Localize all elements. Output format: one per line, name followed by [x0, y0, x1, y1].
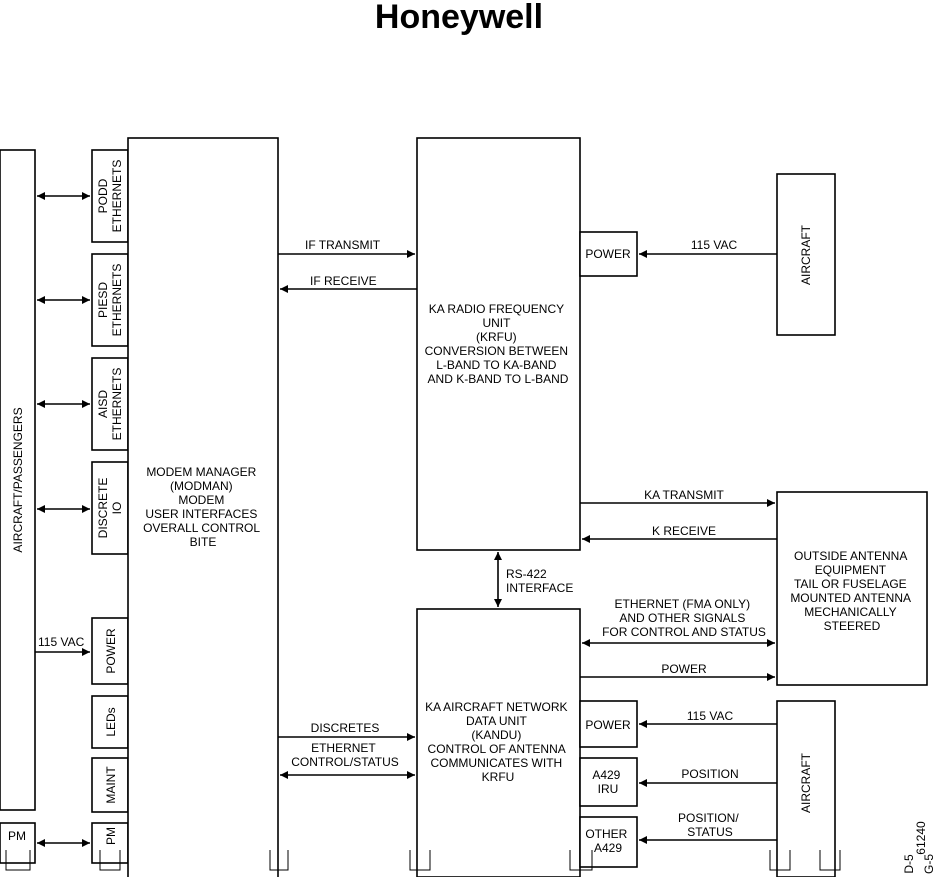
svg-text:AISD: AISD	[96, 390, 110, 418]
svg-text:PM: PM	[104, 827, 118, 845]
leds-box: LEDs	[91, 695, 129, 749]
ka-transmit-label: KA TRANSMIT	[644, 488, 724, 502]
page-edge-marks	[5, 850, 841, 871]
svg-text:AIRCRAFT: AIRCRAFT	[799, 752, 813, 813]
rs422-label: RS-422 INTERFACE	[506, 567, 573, 595]
svg-text:POWER: POWER	[585, 247, 631, 261]
svg-text:POWER: POWER	[104, 628, 118, 674]
vac-input-label: 115 VAC	[38, 635, 85, 649]
aircraft-passengers-column: AIRCRAFT/PASSENGERS	[0, 149, 36, 811]
krfu-box: KA RADIO FREQUENCY UNIT (KRFU) CONVERSIO…	[416, 137, 581, 551]
modman-box: MODEM MANAGER (MODMAN) MODEM USER INTERF…	[127, 137, 279, 877]
svg-text:MODEM MANAGER (MODMAN): MODEM MANAGER (MODMAN) MODEM USER INTERF…	[143, 465, 263, 549]
svg-text:POWER: POWER	[585, 718, 631, 732]
outside-antenna-box: OUTSIDE ANTENNA EQUIPMENT TAIL OR FUSELA…	[776, 491, 928, 686]
position-status-label: POSITION/ STATUS	[678, 811, 742, 839]
figure-number: 61240	[914, 821, 928, 855]
svg-text:PODD: PODD	[96, 178, 110, 213]
aircraft-bottom-box: AIRCRAFT	[776, 700, 836, 877]
piesd-ethernets-box: PIESD ETHERNETS	[91, 253, 129, 347]
honeywell-logo: Honeywell	[375, 0, 543, 36]
discretes-label: DISCRETES	[311, 721, 380, 735]
antenna-power-label: POWER	[661, 662, 707, 676]
svg-text:LEDs: LEDs	[104, 707, 118, 736]
figure-code-a: D-5	[902, 854, 916, 874]
figure-reference: 61240 D-5 G-5	[902, 821, 933, 874]
a429-iru-box: A429 IRU	[579, 757, 638, 807]
svg-text:AIRCRAFT: AIRCRAFT	[799, 224, 813, 285]
other-a429-box: OTHER A429	[579, 816, 638, 868]
aircraft-passengers-label: AIRCRAFT/PASSENGERS	[11, 407, 25, 552]
if-receive-label: IF RECEIVE	[310, 274, 377, 288]
vac-top-label: 115 VAC	[691, 238, 738, 252]
pm-right-box: PM	[91, 822, 129, 864]
svg-text:KA RADIO FREQUENCY UNIT: KA RADIO FREQUENCY UNIT (KRFU) CONVERSIO…	[425, 302, 572, 386]
kandu-power-box: POWER	[579, 700, 638, 748]
discrete-io-box: DISCRETE IO	[91, 461, 129, 555]
podd-ethernets-box: PODD ETHERNETS	[91, 149, 129, 243]
svg-text:DISCRETE: DISCRETE	[96, 478, 110, 539]
power-input-box: POWER	[91, 617, 129, 685]
svg-text:MAINT: MAINT	[104, 766, 118, 804]
svg-text:PM: PM	[8, 829, 26, 843]
svg-text:OTHER A429: OTHER A429	[585, 827, 630, 855]
svg-text:PIESD: PIESD	[96, 282, 110, 318]
ethernet-fma-label: ETHERNET (FMA ONLY) AND OTHER SIGNALS FO…	[602, 597, 766, 639]
aircraft-top-box: AIRCRAFT	[776, 173, 836, 336]
svg-text:KA AIRCRAFT NETWORK DATA: KA AIRCRAFT NETWORK DATA UNIT (KANDU) CO…	[425, 700, 571, 784]
figure-code-b: G-5	[922, 854, 933, 874]
k-receive-label: K RECEIVE	[652, 524, 716, 538]
aisd-ethernets-box: AISD ETHERNETS	[91, 357, 129, 451]
svg-text:IO: IO	[110, 502, 124, 515]
svg-text:ETHERNETS: ETHERNETS	[110, 368, 124, 441]
krfu-power-box: POWER	[579, 231, 638, 277]
svg-text:OUTSIDE ANTENNA EQUIPMEN: OUTSIDE ANTENNA EQUIPMENT TAIL OR FUSELA…	[790, 549, 913, 633]
vac-bottom-label: 115 VAC	[687, 709, 734, 723]
if-transmit-label: IF TRANSMIT	[305, 238, 381, 252]
svg-text:A429 IRU: A429 IRU	[592, 768, 623, 796]
svg-text:ETHERNETS: ETHERNETS	[110, 264, 124, 337]
svg-text:ETHERNETS: ETHERNETS	[110, 160, 124, 233]
kandu-box: KA AIRCRAFT NETWORK DATA UNIT (KANDU) CO…	[416, 608, 581, 877]
maint-box: MAINT	[91, 757, 129, 813]
ethernet-control-label: ETHERNET CONTROL/STATUS	[291, 741, 399, 769]
position-label: POSITION	[681, 767, 738, 781]
